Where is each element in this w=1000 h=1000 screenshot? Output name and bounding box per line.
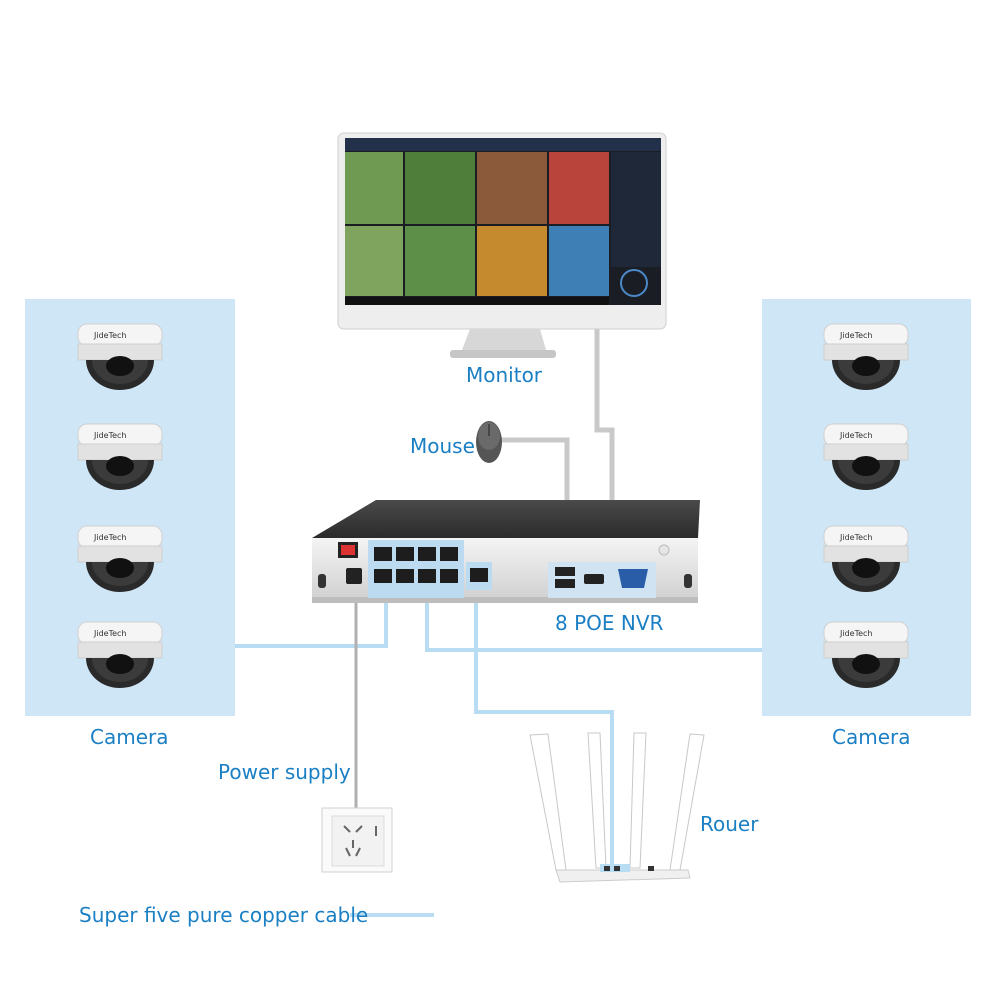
power-supply-label: Power supply — [218, 760, 351, 784]
power-outlet — [321, 807, 393, 873]
mouse-label: Mouse — [410, 434, 475, 458]
camera-left-label: Camera — [90, 725, 169, 749]
camera-brand: JideTech — [839, 629, 873, 638]
camera-left-2: JideTech — [77, 423, 163, 490]
legend-label: Super five pure copper cable — [79, 903, 369, 927]
camera-brand: JideTech — [839, 431, 873, 440]
monitor-label: Monitor — [466, 363, 543, 387]
camera-brand: JideTech — [93, 533, 127, 542]
mouse-device — [476, 421, 502, 463]
nvr-device — [312, 500, 700, 603]
camera-right-4: JideTech — [823, 621, 909, 688]
router-cable — [474, 596, 614, 870]
nvr-label: 8 POE NVR — [555, 611, 664, 635]
camera-right-label: Camera — [832, 725, 911, 749]
camera-right-2: JideTech — [823, 423, 909, 490]
camera-right-3: JideTech — [823, 525, 909, 592]
camera-cables — [235, 600, 762, 652]
router-label: Rouer — [700, 812, 759, 836]
camera-left-1: JideTech — [77, 323, 163, 390]
camera-left-4: JideTech — [77, 621, 163, 688]
camera-brand: JideTech — [93, 331, 127, 340]
monitor — [337, 132, 667, 358]
camera-brand: JideTech — [839, 331, 873, 340]
camera-right-1: JideTech — [823, 323, 909, 390]
camera-left-3: JideTech — [77, 525, 163, 592]
camera-brand: JideTech — [93, 431, 127, 440]
camera-brand: JideTech — [839, 533, 873, 542]
camera-brand: JideTech — [93, 629, 127, 638]
router-device — [529, 732, 705, 883]
